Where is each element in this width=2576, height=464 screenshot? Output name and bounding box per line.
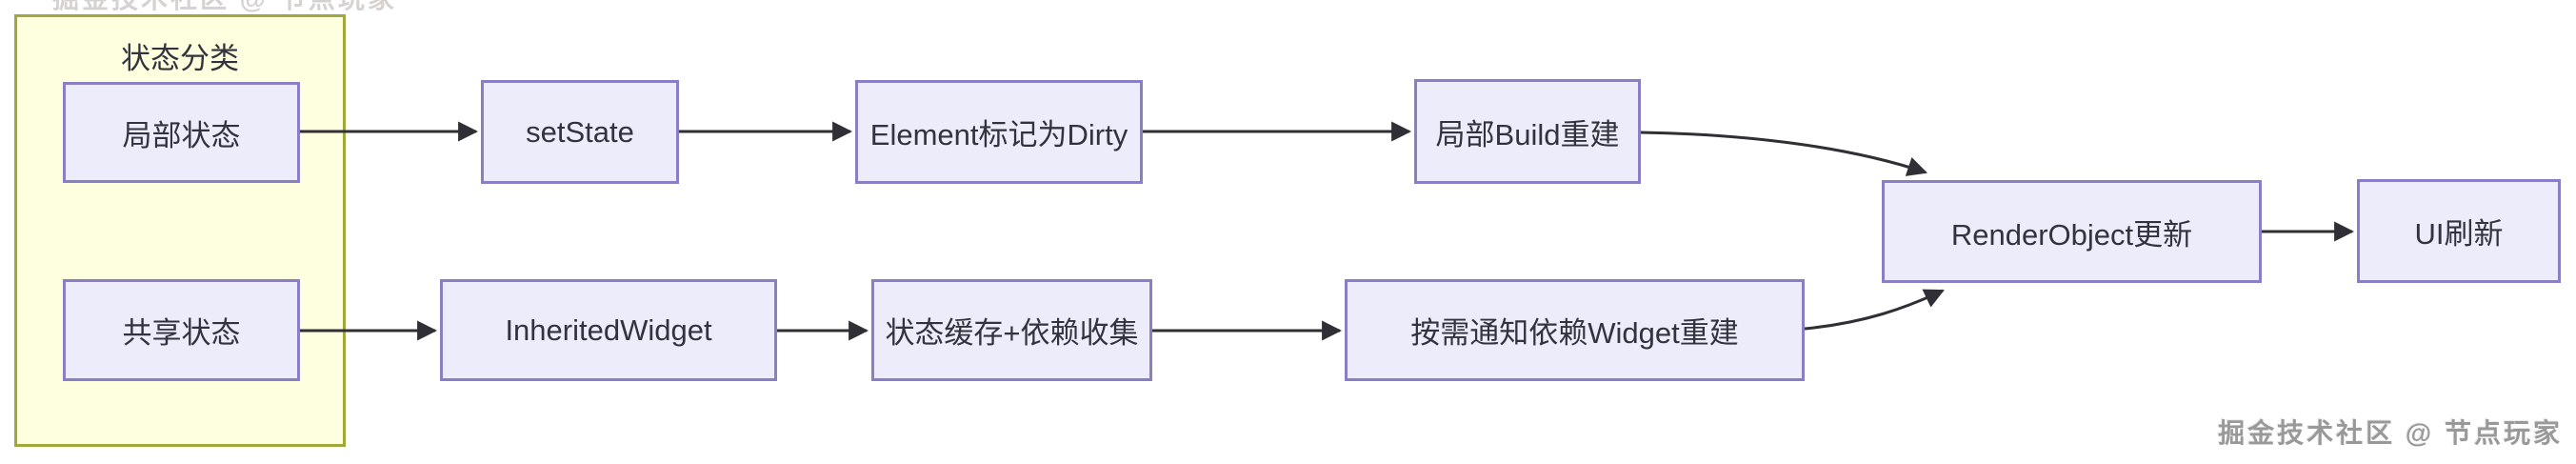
node-notify-rebuild: 按需通知依赖Widget重建 [1345, 279, 1805, 381]
node-ui-refresh: UI刷新 [2357, 179, 2561, 283]
watermark: 掘金技术社区 @ 节点玩家 [2218, 418, 2563, 448]
node-setstate: setState [481, 80, 679, 184]
node-render-object: RenderObject更新 [1882, 180, 2262, 283]
node-local-build: 局部Build重建 [1414, 79, 1641, 184]
node-shared-state: 共享状态 [63, 279, 300, 381]
node-state-cache: 状态缓存+依赖收集 [871, 279, 1152, 381]
node-local-state: 局部状态 [63, 82, 300, 183]
edge-local-build-to-render-object [1640, 131, 1927, 176]
watermark-top-partial: 掘金技术社区 @ 节点玩家 [52, 0, 397, 16]
node-element-dirty: Element标记为Dirty [855, 80, 1143, 184]
group-title: 状态分类 [121, 42, 239, 75]
state-category-group: 状态分类 [14, 14, 346, 447]
node-inherited-widget: InheritedWidget [440, 279, 777, 381]
edge-notify-rebuild-to-render-object [1804, 289, 1945, 331]
